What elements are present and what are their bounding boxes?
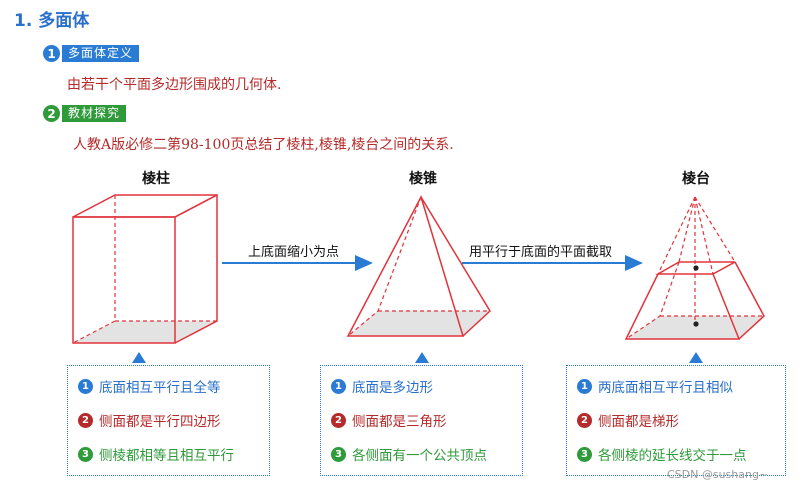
property-text: 底面相互平行且全等 <box>99 380 221 396</box>
property-text: 各侧棱的延长线交于一点 <box>598 448 747 464</box>
frustum-right-face <box>734 261 765 340</box>
frustum-pointer <box>689 352 703 363</box>
textbook-number-badge: 2 <box>43 105 60 122</box>
property-item: 3 侧棱都相等且相互平行 <box>78 443 269 465</box>
section-title: 1. 多面体 <box>14 11 90 31</box>
property-item: 1 底面相互平行且全等 <box>78 375 269 397</box>
property-item: 1 两底面相互平行且相似 <box>577 375 785 397</box>
pyramid-diagram <box>346 195 491 337</box>
property-number: 2 <box>78 412 93 428</box>
prism-label: 棱柱 <box>142 171 170 187</box>
prism-properties-box: 1 底面相互平行且全等 2 侧面都是平行四边形 3 侧棱都相等且相互平行 <box>67 365 270 476</box>
property-text: 侧面都是三角形 <box>352 414 447 430</box>
property-item: 2 侧面都是梯形 <box>577 409 785 431</box>
textbook-text: 人教A版必修二第98-100页总结了棱柱,棱锥,棱台之间的关系. <box>73 137 454 153</box>
prism-base-shade <box>73 321 217 343</box>
property-number: 2 <box>331 412 346 428</box>
pyramid-hidden-edge <box>347 196 490 337</box>
property-item: 3 各侧面有一个公共顶点 <box>331 443 522 465</box>
property-number: 3 <box>78 446 93 462</box>
property-number: 1 <box>331 378 346 394</box>
frustum-hidden-edge <box>625 261 764 340</box>
definition-heading: 1 多面体定义 <box>43 45 140 62</box>
frustum-front-face <box>624 273 741 340</box>
property-text: 底面是多边形 <box>352 380 433 396</box>
property-text: 各侧面有一个公共顶点 <box>352 448 487 464</box>
property-number: 1 <box>577 378 592 394</box>
property-number: 2 <box>577 412 592 428</box>
pyramid-properties-box: 1 底面是多边形 2 侧面都是三角形 3 各侧面有一个公共顶点 <box>320 365 523 476</box>
definition-number-badge: 1 <box>43 45 60 62</box>
property-text: 侧面都是梯形 <box>598 414 679 430</box>
frustum-top-center-dot <box>693 265 699 271</box>
definition-tag: 多面体定义 <box>62 45 140 62</box>
property-item: 2 侧面都是三角形 <box>331 409 522 431</box>
watermark: CSDN @sushang~ <box>667 468 769 481</box>
arrow-label-cut: 用平行于底面的平面截取 <box>469 245 613 260</box>
pyramid-base-shade <box>348 311 490 336</box>
property-number: 3 <box>577 446 592 462</box>
frustum-base-shade <box>626 316 764 339</box>
frustum-properties-box: 1 两底面相互平行且相似 2 侧面都是梯形 3 各侧棱的延长线交于一点 <box>566 365 786 476</box>
pyramid-right-face <box>420 196 491 337</box>
prism-pointer <box>132 352 146 363</box>
property-text: 两底面相互平行且相似 <box>598 380 733 396</box>
definition-text: 由若干个平面多边形围成的几何体. <box>67 77 282 93</box>
textbook-tag: 教材探究 <box>62 105 127 122</box>
property-text: 侧棱都相等且相互平行 <box>99 448 234 464</box>
prism-diagram <box>72 193 218 344</box>
pyramid-pointer <box>415 352 429 363</box>
frustum-base-center-dot <box>693 321 699 327</box>
property-text: 侧面都是平行四边形 <box>99 414 221 430</box>
property-number: 3 <box>331 446 346 462</box>
frustum-apex-extensions <box>657 196 736 275</box>
textbook-heading: 2 教材探究 <box>43 105 127 122</box>
frustum-label: 棱台 <box>682 171 710 187</box>
prism-right-face <box>174 193 218 344</box>
frustum-diagram <box>624 196 765 340</box>
property-number: 1 <box>78 378 93 394</box>
pyramid-front-face <box>346 195 465 337</box>
property-item: 3 各侧棱的延长线交于一点 <box>577 443 785 465</box>
arrow-label-shrink: 上底面缩小为点 <box>248 245 340 260</box>
property-item: 1 底面是多边形 <box>331 375 522 397</box>
pyramid-label: 棱锥 <box>409 171 437 187</box>
property-item: 2 侧面都是平行四边形 <box>78 409 269 431</box>
